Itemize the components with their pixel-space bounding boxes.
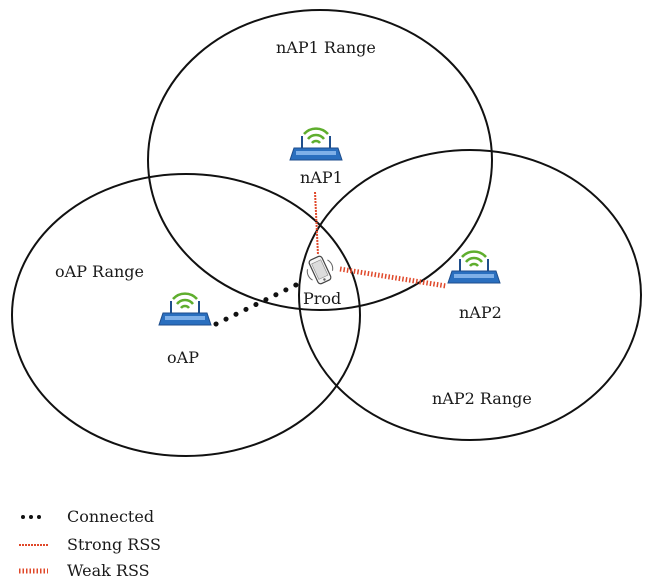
legend-strong-rss-label: Strong RSS — [67, 535, 161, 554]
connected-link — [213, 280, 303, 327]
nap2-range-circle — [298, 149, 642, 441]
prod-label: Prod — [303, 289, 341, 308]
nap1-range-circle — [147, 9, 493, 311]
legend-connected-symbol — [21, 515, 41, 519]
nap1-label: nAP1 — [300, 168, 343, 187]
oap-range-circle — [11, 173, 361, 457]
nap2-router-icon — [447, 250, 501, 284]
legend-weak-rss-label: Weak RSS — [67, 561, 150, 580]
oap-label: oAP — [167, 348, 199, 367]
legend: Connected Strong RSS Weak RSS — [19, 507, 161, 580]
nap1-router-icon — [289, 127, 343, 161]
nap2-range-label: nAP2 Range — [432, 389, 532, 408]
weak-rss-link — [339, 266, 447, 289]
oap-range-label: oAP Range — [55, 262, 144, 281]
oap-router-icon — [158, 292, 212, 326]
phone-icon — [306, 255, 334, 285]
legend-connected-label: Connected — [67, 507, 154, 526]
nap1-range-label: nAP1 Range — [276, 38, 376, 57]
nap2-label: nAP2 — [459, 303, 502, 322]
strong-rss-link — [314, 191, 319, 256]
